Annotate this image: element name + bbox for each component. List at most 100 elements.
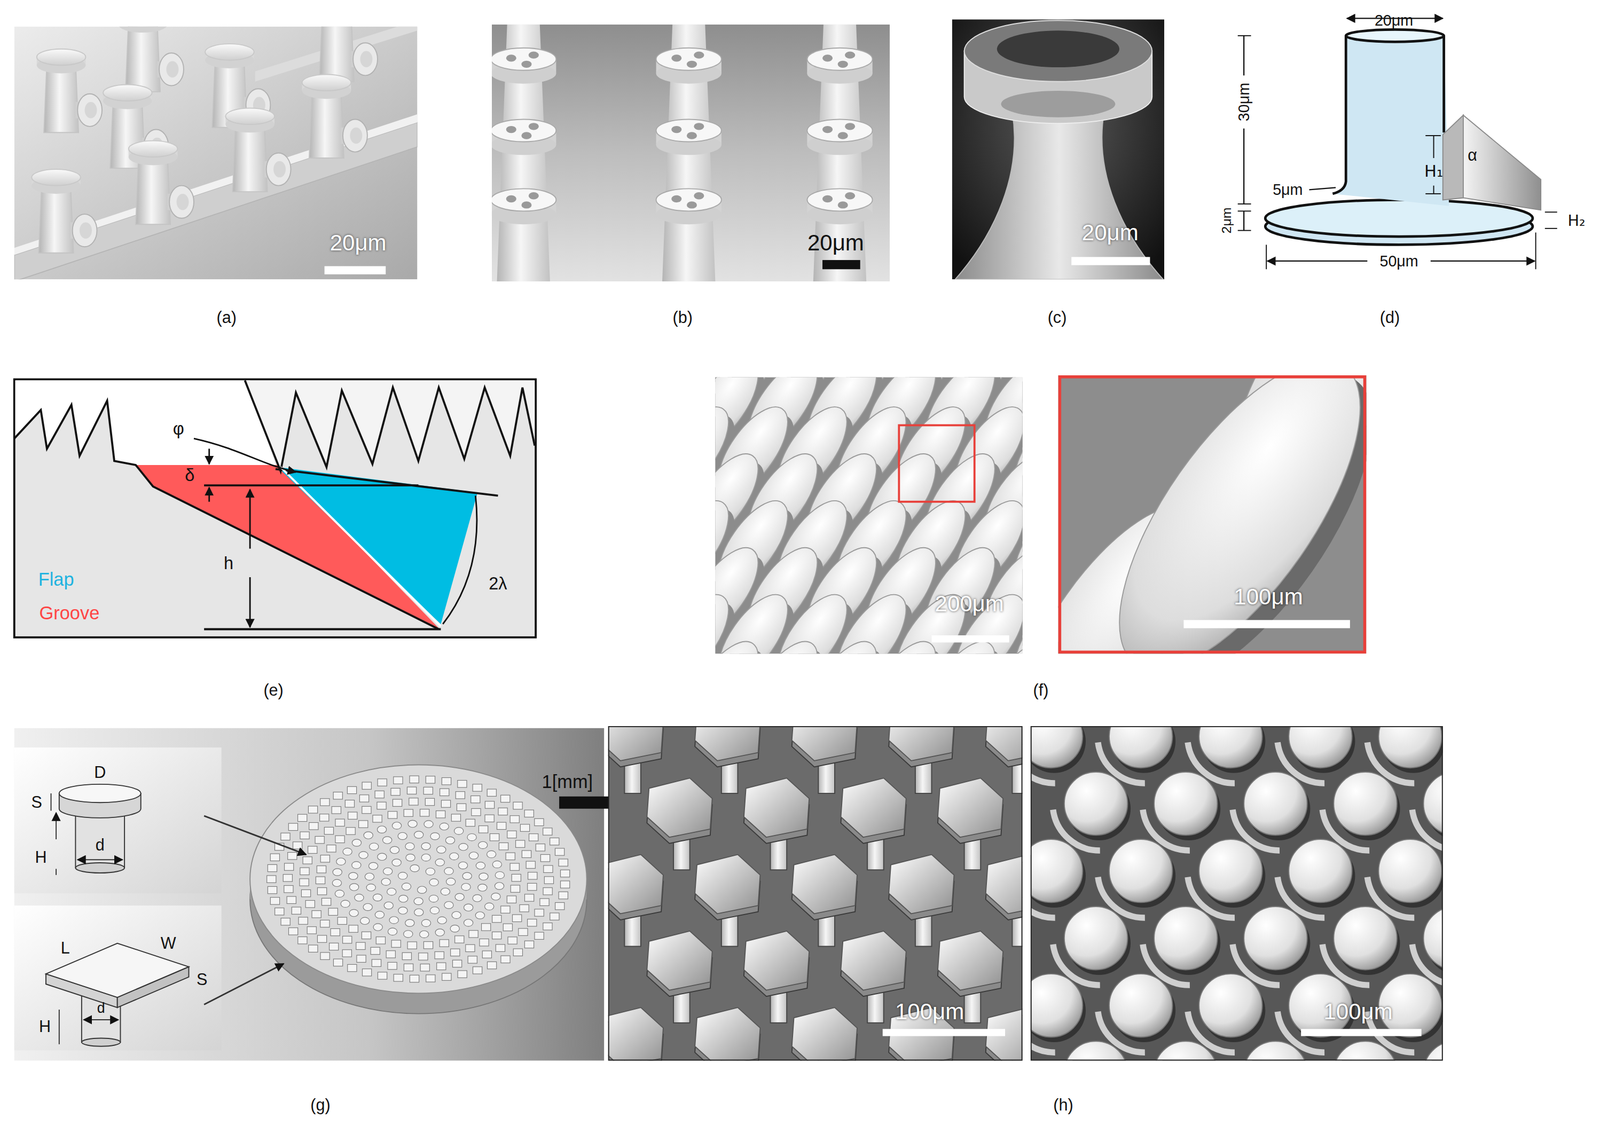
panel-d-schematic-part: [1308, 187, 1336, 190]
panel-g-schematic-part: [336, 858, 346, 866]
panel-g-schematic-part: [387, 962, 397, 970]
panel-g-schematic-part: [507, 830, 517, 838]
panel-g-schematic-part: [420, 964, 430, 972]
panel-g-schematic-part: [390, 788, 400, 796]
panel-g-schematic-part: [442, 973, 452, 981]
panel-g-schematic-part: [534, 909, 544, 917]
panel-g-schematic-part: [500, 906, 511, 914]
panel-c-micrograph-part: [1000, 90, 1116, 118]
panel-g-schematic-part: [358, 851, 368, 859]
panel-g-schematic-part: [492, 931, 502, 939]
panel-g-schematic-part: [409, 775, 419, 783]
panel-g-schematic-part: [75, 863, 125, 874]
panel-g-schematic-part: [458, 861, 468, 869]
panel-d-schematic-part: [1243, 128, 1245, 205]
panel-g-schematic-part: [283, 874, 293, 882]
panel-g-schematic-part: [403, 963, 413, 971]
panel-a-micrograph-part: [103, 84, 153, 102]
panel-g-schematic-part: [515, 840, 525, 848]
panel-b-micrograph-part: [837, 201, 849, 209]
panel-g-schematic-part: [527, 919, 537, 927]
panel-h-micrograph-part: [937, 931, 1003, 991]
panel-g-schematic-part: [387, 928, 397, 936]
panel-g-schematic-part: [387, 811, 397, 819]
panel-e-schematic-part: [204, 484, 419, 487]
scale-bar-label: 20μm: [1081, 221, 1139, 245]
panel-g-schematic-part: [555, 848, 565, 856]
panel-g-schematic-part: [204, 963, 284, 1005]
panel-h-micrograph-part: [1423, 772, 1443, 836]
panel-g-schematic-part: [386, 951, 396, 959]
panel-d-schematic-part: [1433, 135, 1435, 159]
panel-g-schematic-part: [77, 859, 123, 861]
panel-g-schematic-part: [344, 800, 355, 808]
panel-g-schematic-part: [368, 862, 378, 870]
panel-a-micrograph-part: [273, 161, 286, 178]
panel-g-schematic-part: [456, 803, 466, 811]
panel-g-schematic-part: [358, 820, 368, 828]
panel-h-micrograph-part: [840, 931, 906, 991]
panel-g-schematic-part: [359, 795, 369, 803]
panel-a-micrograph-part: [319, 26, 355, 82]
panel-g-schematic-part: [429, 879, 439, 886]
panel-b-micrograph-part: [806, 188, 873, 211]
panel-letter: (e): [263, 681, 284, 698]
panel-g-schematic-part: [392, 799, 402, 807]
panel-g-schematic-part: [280, 918, 290, 926]
panel-d-schematic-part: [1265, 244, 1267, 270]
panel-a-micrograph: [14, 26, 418, 280]
panel-h-micrograph-part: [1288, 839, 1352, 903]
panel-g-schematic-part: [425, 798, 435, 806]
panel-g-schematic-part: [468, 930, 478, 938]
panel-g-schematic-part: [468, 852, 478, 860]
panel-g-schematic-part: [267, 864, 277, 872]
panel-h-micrograph-part: [608, 726, 1023, 1062]
panel-g-schematic-part: [491, 893, 501, 901]
panel-g-schematic-part: [14, 747, 222, 894]
panel-g-schematic-part: [477, 884, 488, 892]
panel-g-schematic-part: [506, 896, 516, 904]
panel-g-schematic-part: [372, 815, 382, 823]
scale-bar-label: 100μm: [895, 1000, 964, 1024]
panel-g-schematic-part: [391, 822, 402, 830]
panel-g-schematic-part: [351, 839, 362, 847]
panel-g-schematic-part: [267, 886, 277, 894]
panel-h-micrograph: [608, 726, 1023, 1062]
panel-g-schematic-part: [465, 819, 475, 827]
panel-a-micrograph-part: [324, 266, 387, 275]
panel-e-schematic-part: [208, 448, 210, 465]
panel-b-micrograph-part: [822, 195, 833, 203]
panel-g-schematic-part: [377, 779, 387, 787]
panel-h-micrograph-part: [1198, 839, 1262, 903]
panel-e-schematic-part: [280, 467, 441, 627]
panel-g-schematic-part: [539, 898, 549, 906]
panel-g-schematic-part: [337, 917, 347, 925]
dimension-label: S: [31, 794, 43, 811]
panel-g-schematic-part: [441, 800, 451, 808]
panel-g-schematic-part: [320, 920, 330, 928]
panel-g-schematic-part: [58, 1009, 60, 1045]
panel-g-schematic-part: [407, 942, 417, 949]
dimension-label: 5μm: [1272, 182, 1303, 198]
panel-g-schematic-part: [444, 902, 454, 909]
panel-g-schematic-part: [478, 826, 488, 834]
panel-h-micrograph-part: [694, 726, 760, 762]
dimension-label: 50μm: [1379, 253, 1418, 270]
panel-g-schematic-part: [410, 865, 420, 873]
panel-h-micrograph-part: [1243, 772, 1307, 836]
panel-g-schematic-part: [560, 869, 570, 877]
panel-g-schematic-part: [479, 873, 489, 881]
panel-g-schematic-part: [512, 914, 522, 922]
panel-g-schematic-part: [403, 809, 413, 817]
panel-h-micrograph-part: [1109, 839, 1173, 903]
panel-f-micrograph-part: [931, 635, 1009, 643]
panel-g-schematic-part: [543, 865, 553, 873]
panel-b-micrograph-part: [671, 195, 682, 203]
panel-g-schematic-part: [489, 834, 499, 842]
panel-g-schematic-part: [335, 835, 345, 843]
panel-g-schematic-part: [348, 812, 358, 820]
panel-b-micrograph-part: [671, 54, 682, 62]
panel-g-schematic-part: [315, 836, 325, 844]
panel-g-schematic-part: [452, 960, 462, 968]
panel-g-schematic-part: [535, 844, 545, 852]
